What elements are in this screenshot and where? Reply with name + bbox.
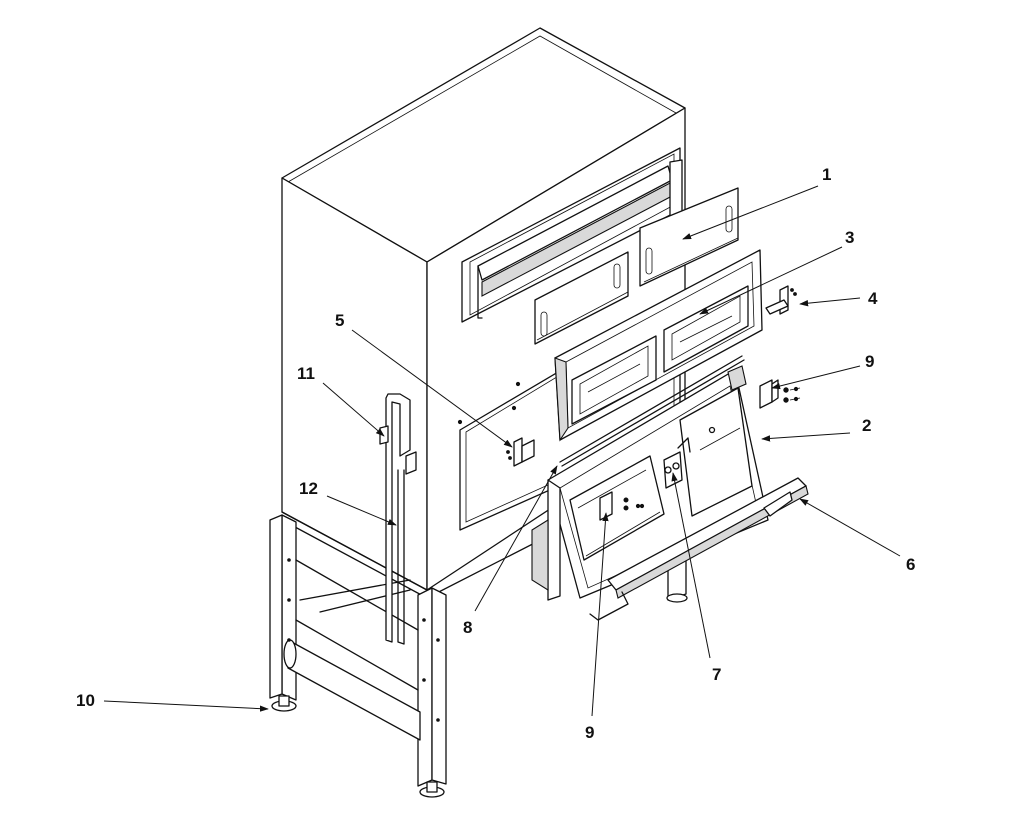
callout-4: 4 [868,289,878,308]
callout-11: 11 [297,364,315,383]
leader-2 [761,432,851,442]
top-door-track [477,159,683,319]
door-rod [559,355,745,467]
leader-5 [351,329,513,448]
callout-9-lower: 9 [585,723,594,742]
leader-4 [799,297,861,307]
callout-leaders [103,185,901,717]
callout-10: 10 [76,691,95,710]
hinge-bracket-left [506,437,535,467]
leader-10 [103,700,269,712]
leader-12 [326,495,397,526]
callout-7: 7 [712,665,721,684]
hinge-clip-upper [759,379,801,409]
callout-5: 5 [335,311,344,330]
callout-8: 8 [463,618,472,637]
leader-9b [591,512,609,717]
callout-9-upper: 9 [865,352,874,371]
leader-6 [799,498,901,557]
leader-8 [474,465,558,612]
callout-labels: 1 2 3 4 5 6 7 8 9 9 10 11 12 [76,165,915,742]
callout-2: 2 [862,416,871,435]
callout-6: 6 [906,555,915,574]
upper-door-panel-left [534,251,629,345]
callout-3: 3 [845,228,854,247]
leader-9a [771,365,861,390]
leader-7 [671,472,711,659]
leader-3 [699,246,843,315]
deflector [589,477,809,621]
leg-leveler [271,695,445,798]
hinge-bracket-right [765,285,797,315]
leader-11 [322,382,385,437]
leader-1 [682,185,819,240]
callout-12: 12 [299,479,318,498]
callout-1: 1 [822,165,831,184]
door-frame [554,249,763,442]
